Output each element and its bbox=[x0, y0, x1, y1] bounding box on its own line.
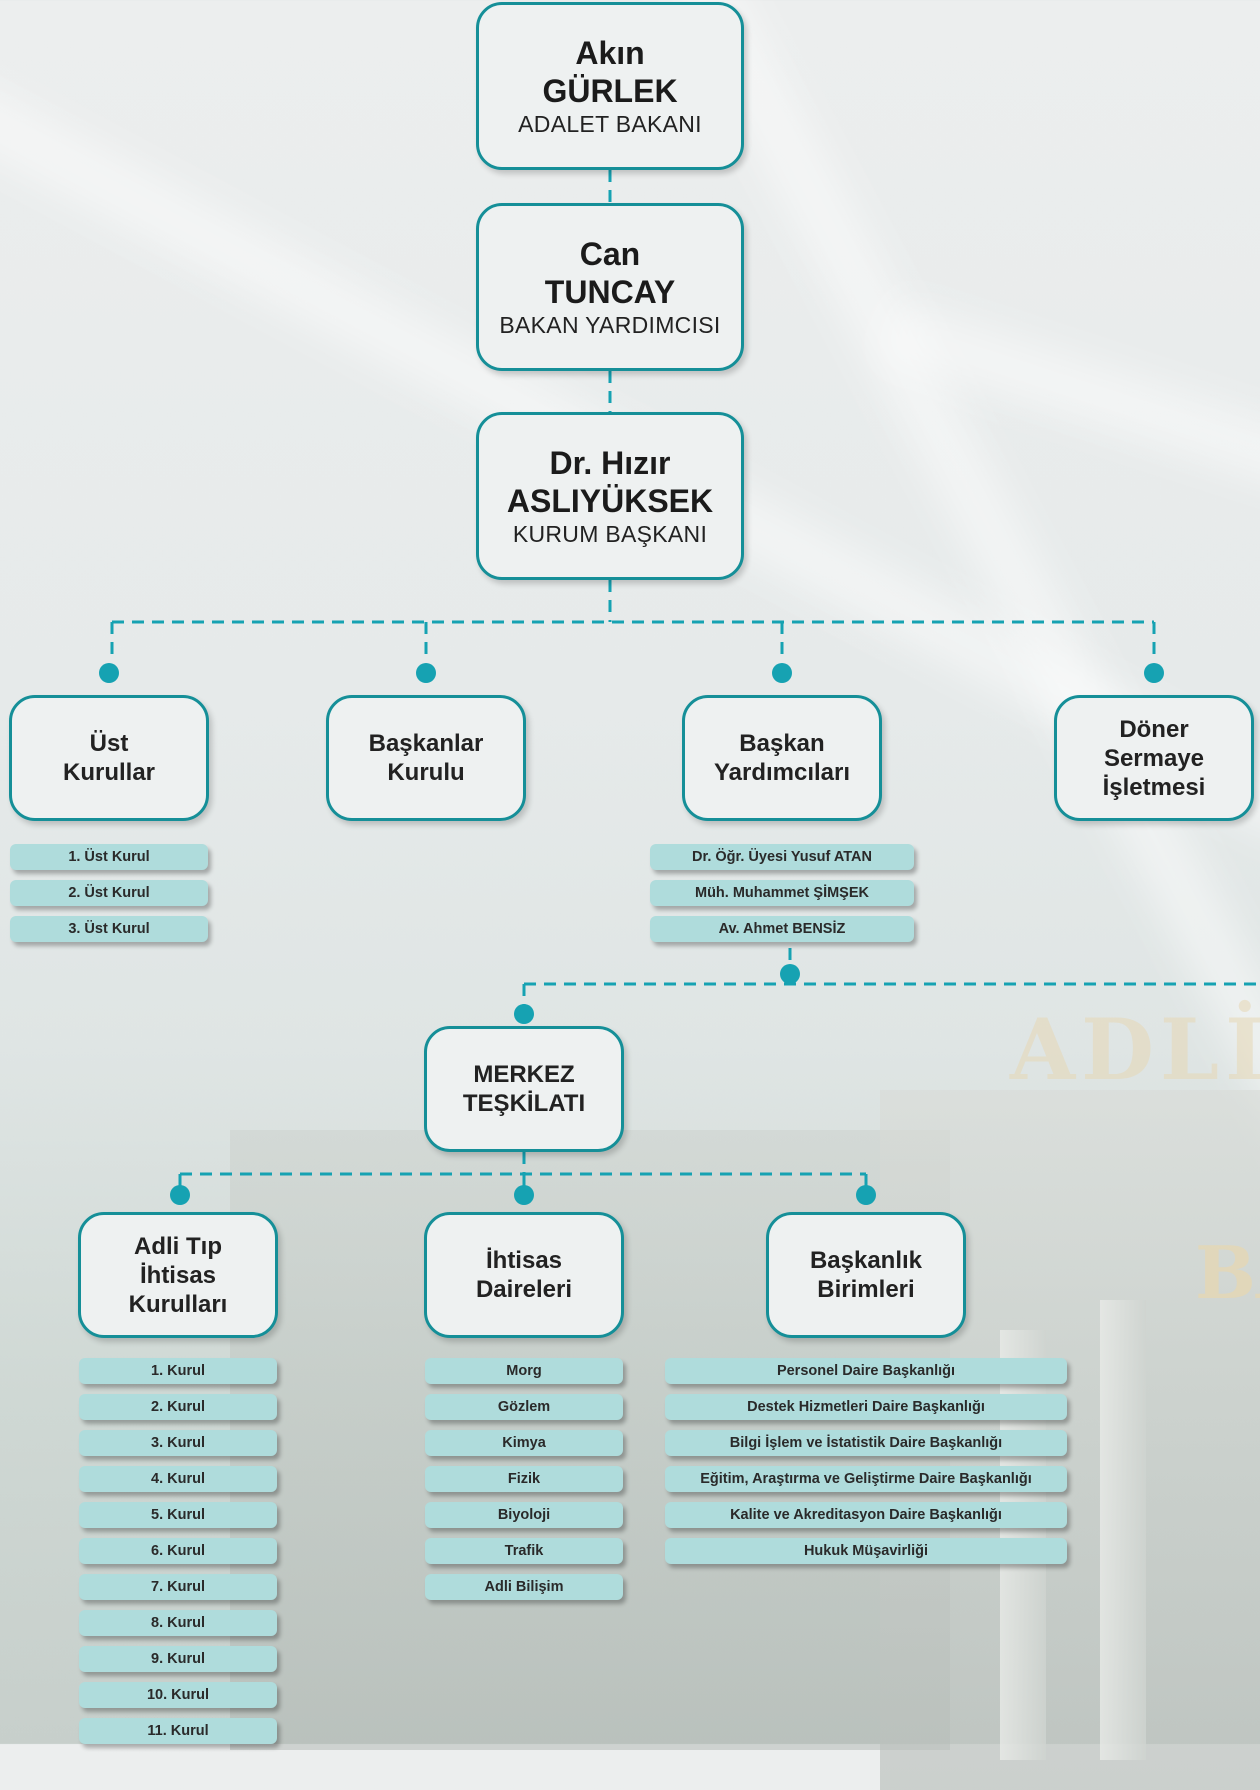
deputy-president-item: Müh. Muhammet ŞİMŞEK bbox=[650, 880, 914, 906]
deputy-president-item: Av. Ahmet BENSİZ bbox=[650, 916, 914, 942]
president-role: KURUM BAŞKANI bbox=[512, 521, 708, 547]
ihtisas-item: Gözlem bbox=[425, 1394, 623, 1420]
minister-last-name: GÜRLEK bbox=[542, 73, 678, 109]
kurul-item: 10. Kurul bbox=[79, 1682, 277, 1708]
ust-kurul-item: 1. Üst Kurul bbox=[10, 844, 208, 870]
ihtisas-item: Morg bbox=[425, 1358, 623, 1384]
ust-kurul-item: 3. Üst Kurul bbox=[10, 916, 208, 942]
ihtisas-daireleri-box: İhtisas Daireleri bbox=[424, 1212, 624, 1338]
baskanlik-item: Kalite ve Akreditasyon Daire Başkanlığı bbox=[665, 1502, 1067, 1528]
baskanlik-item: Personel Daire Başkanlığı bbox=[665, 1358, 1067, 1384]
baskanlik-birimleri-box: Başkanlık Birimleri bbox=[766, 1212, 966, 1338]
baskanlik-item: Hukuk Müşavirliği bbox=[665, 1538, 1067, 1564]
baskan-yardimcilari-box: Başkan Yardımcıları bbox=[682, 695, 882, 821]
kurul-item: 1. Kurul bbox=[79, 1358, 277, 1384]
deputy-minister-first-name: Can bbox=[579, 236, 641, 272]
ust-kurullar-box: Üst Kurullar bbox=[9, 695, 209, 821]
baskan-yardimcilari-label: Başkan Yardımcıları bbox=[713, 730, 851, 786]
kurul-item: 9. Kurul bbox=[79, 1646, 277, 1672]
ihtisas-item: Trafik bbox=[425, 1538, 623, 1564]
deputy-president-item: Dr. Öğr. Üyesi Yusuf ATAN bbox=[650, 844, 914, 870]
adli-tip-ihtisas-kurullari-box: Adli Tıp İhtisas Kurulları bbox=[78, 1212, 278, 1338]
ihtisas-item: Biyoloji bbox=[425, 1502, 623, 1528]
connector-dot bbox=[780, 964, 800, 984]
connector-dot bbox=[99, 663, 119, 683]
doner-sermaye-box: Döner Sermaye İşletmesi bbox=[1054, 695, 1254, 821]
kurul-item: 2. Kurul bbox=[79, 1394, 277, 1420]
ust-kurul-item: 2. Üst Kurul bbox=[10, 880, 208, 906]
connector-dot bbox=[170, 1185, 190, 1205]
institution-president-box: Dr. Hızır ASLIYÜKSEK KURUM BAŞKANI bbox=[476, 412, 744, 580]
deputy-minister-last-name: TUNCAY bbox=[544, 274, 676, 310]
ust-kurullar-label: Üst Kurullar bbox=[62, 730, 155, 786]
connector-lines bbox=[99, 170, 1260, 1205]
merkez-teskilati-box: MERKEZ TEŞKİLATI bbox=[424, 1026, 624, 1152]
baskanlik-birimleri-label: Başkanlık Birimleri bbox=[809, 1247, 923, 1303]
baskanlik-item: Eğitim, Araştırma ve Geliştirme Daire Ba… bbox=[665, 1466, 1067, 1492]
adli-tip-label: Adli Tıp İhtisas Kurulları bbox=[128, 1232, 228, 1318]
baskanlar-kurulu-box: Başkanlar Kurulu bbox=[326, 695, 526, 821]
merkez-teskilati-label: MERKEZ TEŞKİLATI bbox=[462, 1061, 586, 1117]
connector-dot bbox=[514, 1004, 534, 1024]
ihtisas-item: Fizik bbox=[425, 1466, 623, 1492]
background-sign-text: ADLİ bbox=[1010, 1000, 1260, 1099]
minister-role: ADALET BAKANI bbox=[518, 111, 702, 137]
kurul-item: 4. Kurul bbox=[79, 1466, 277, 1492]
kurul-item: 8. Kurul bbox=[79, 1610, 277, 1636]
doner-sermaye-label: Döner Sermaye İşletmesi bbox=[1102, 715, 1206, 801]
president-last-name: ASLIYÜKSEK bbox=[506, 483, 714, 519]
kurul-item: 5. Kurul bbox=[79, 1502, 277, 1528]
connector-dot bbox=[1144, 663, 1164, 683]
ihtisas-daireleri-label: İhtisas Daireleri bbox=[475, 1247, 573, 1303]
deputy-minister-box: Can TUNCAY BAKAN YARDIMCISI bbox=[476, 203, 744, 371]
president-first-name: Dr. Hızır bbox=[549, 445, 671, 481]
kurul-item: 11. Kurul bbox=[79, 1718, 277, 1744]
ihtisas-item: Kimya bbox=[425, 1430, 623, 1456]
baskanlar-kurulu-label: Başkanlar Kurulu bbox=[368, 730, 484, 786]
minister-first-name: Akın bbox=[575, 35, 645, 71]
baskanlik-item: Bilgi İşlem ve İstatistik Daire Başkanlı… bbox=[665, 1430, 1067, 1456]
minister-box: Akın GÜRLEK ADALET BAKANI bbox=[476, 2, 744, 170]
baskanlik-item: Destek Hizmetleri Daire Başkanlığı bbox=[665, 1394, 1067, 1420]
connector-dot bbox=[772, 663, 792, 683]
connector-dot bbox=[416, 663, 436, 683]
kurul-item: 3. Kurul bbox=[79, 1430, 277, 1456]
deputy-minister-role: BAKAN YARDIMCISI bbox=[499, 312, 721, 338]
kurul-item: 7. Kurul bbox=[79, 1574, 277, 1600]
connector-dot bbox=[856, 1185, 876, 1205]
background-sign-text-2: BA bbox=[1195, 1230, 1260, 1315]
kurul-item: 6. Kurul bbox=[79, 1538, 277, 1564]
connector-dot bbox=[514, 1185, 534, 1205]
ihtisas-item: Adli Bilişim bbox=[425, 1574, 623, 1600]
